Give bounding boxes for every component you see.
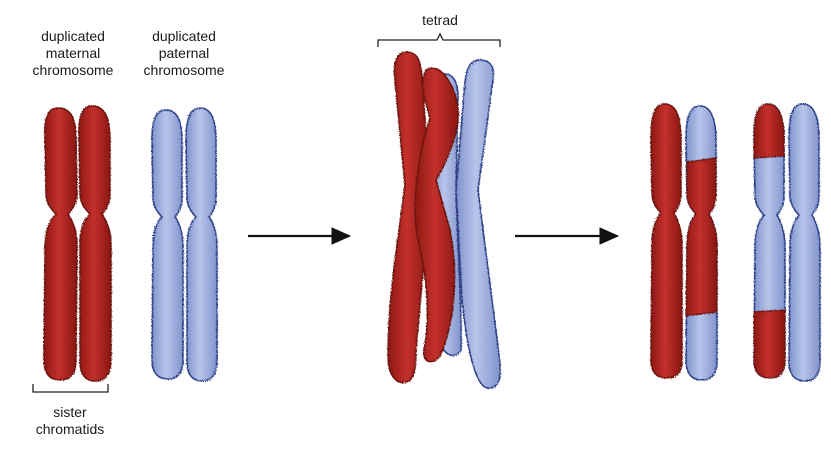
recombinant-2-red-bottom-segment bbox=[754, 310, 785, 378]
sister-chromatids-label: sister chromatids bbox=[20, 404, 120, 438]
paternal-label-line-3: chromosome bbox=[128, 62, 240, 79]
maternal-label-line-1: duplicated bbox=[18, 28, 128, 45]
recombinant-2-chromatid-blue bbox=[789, 104, 820, 381]
recombinant-chromosome-1 bbox=[651, 104, 717, 380]
tetrad-bracket bbox=[378, 34, 500, 47]
paternal-label-line-2: paternal bbox=[128, 45, 240, 62]
paternal-label-line-1: duplicated bbox=[128, 28, 240, 45]
maternal-chromatid-right bbox=[79, 106, 111, 381]
tetrad-label: tetrad bbox=[405, 12, 475, 29]
maternal-label-line-2: maternal bbox=[18, 45, 128, 62]
paternal-chromatid-left bbox=[152, 110, 183, 379]
maternal-chromatid-left bbox=[44, 108, 77, 380]
recombinant-1-chromatid-red bbox=[651, 104, 682, 378]
paternal-chromosome bbox=[152, 108, 217, 381]
maternal-label-line-3: chromosome bbox=[18, 62, 128, 79]
sister-label-line-2: chromatids bbox=[20, 421, 120, 438]
maternal-chromosome bbox=[44, 106, 111, 381]
maternal-label: duplicated maternal chromosome bbox=[18, 28, 128, 79]
recombinant-chromosome-2 bbox=[754, 104, 820, 381]
paternal-label: duplicated paternal chromosome bbox=[128, 28, 240, 79]
sister-chromatids-bracket bbox=[33, 384, 108, 392]
sister-label-line-1: sister bbox=[20, 404, 120, 421]
tetrad-paternal-chromatid-a bbox=[456, 60, 500, 388]
recombinant-2-red-top-segment bbox=[754, 104, 784, 158]
recombinant-1-red-segment bbox=[686, 158, 717, 316]
paternal-chromatid-right bbox=[186, 108, 217, 381]
tetrad bbox=[388, 52, 500, 388]
